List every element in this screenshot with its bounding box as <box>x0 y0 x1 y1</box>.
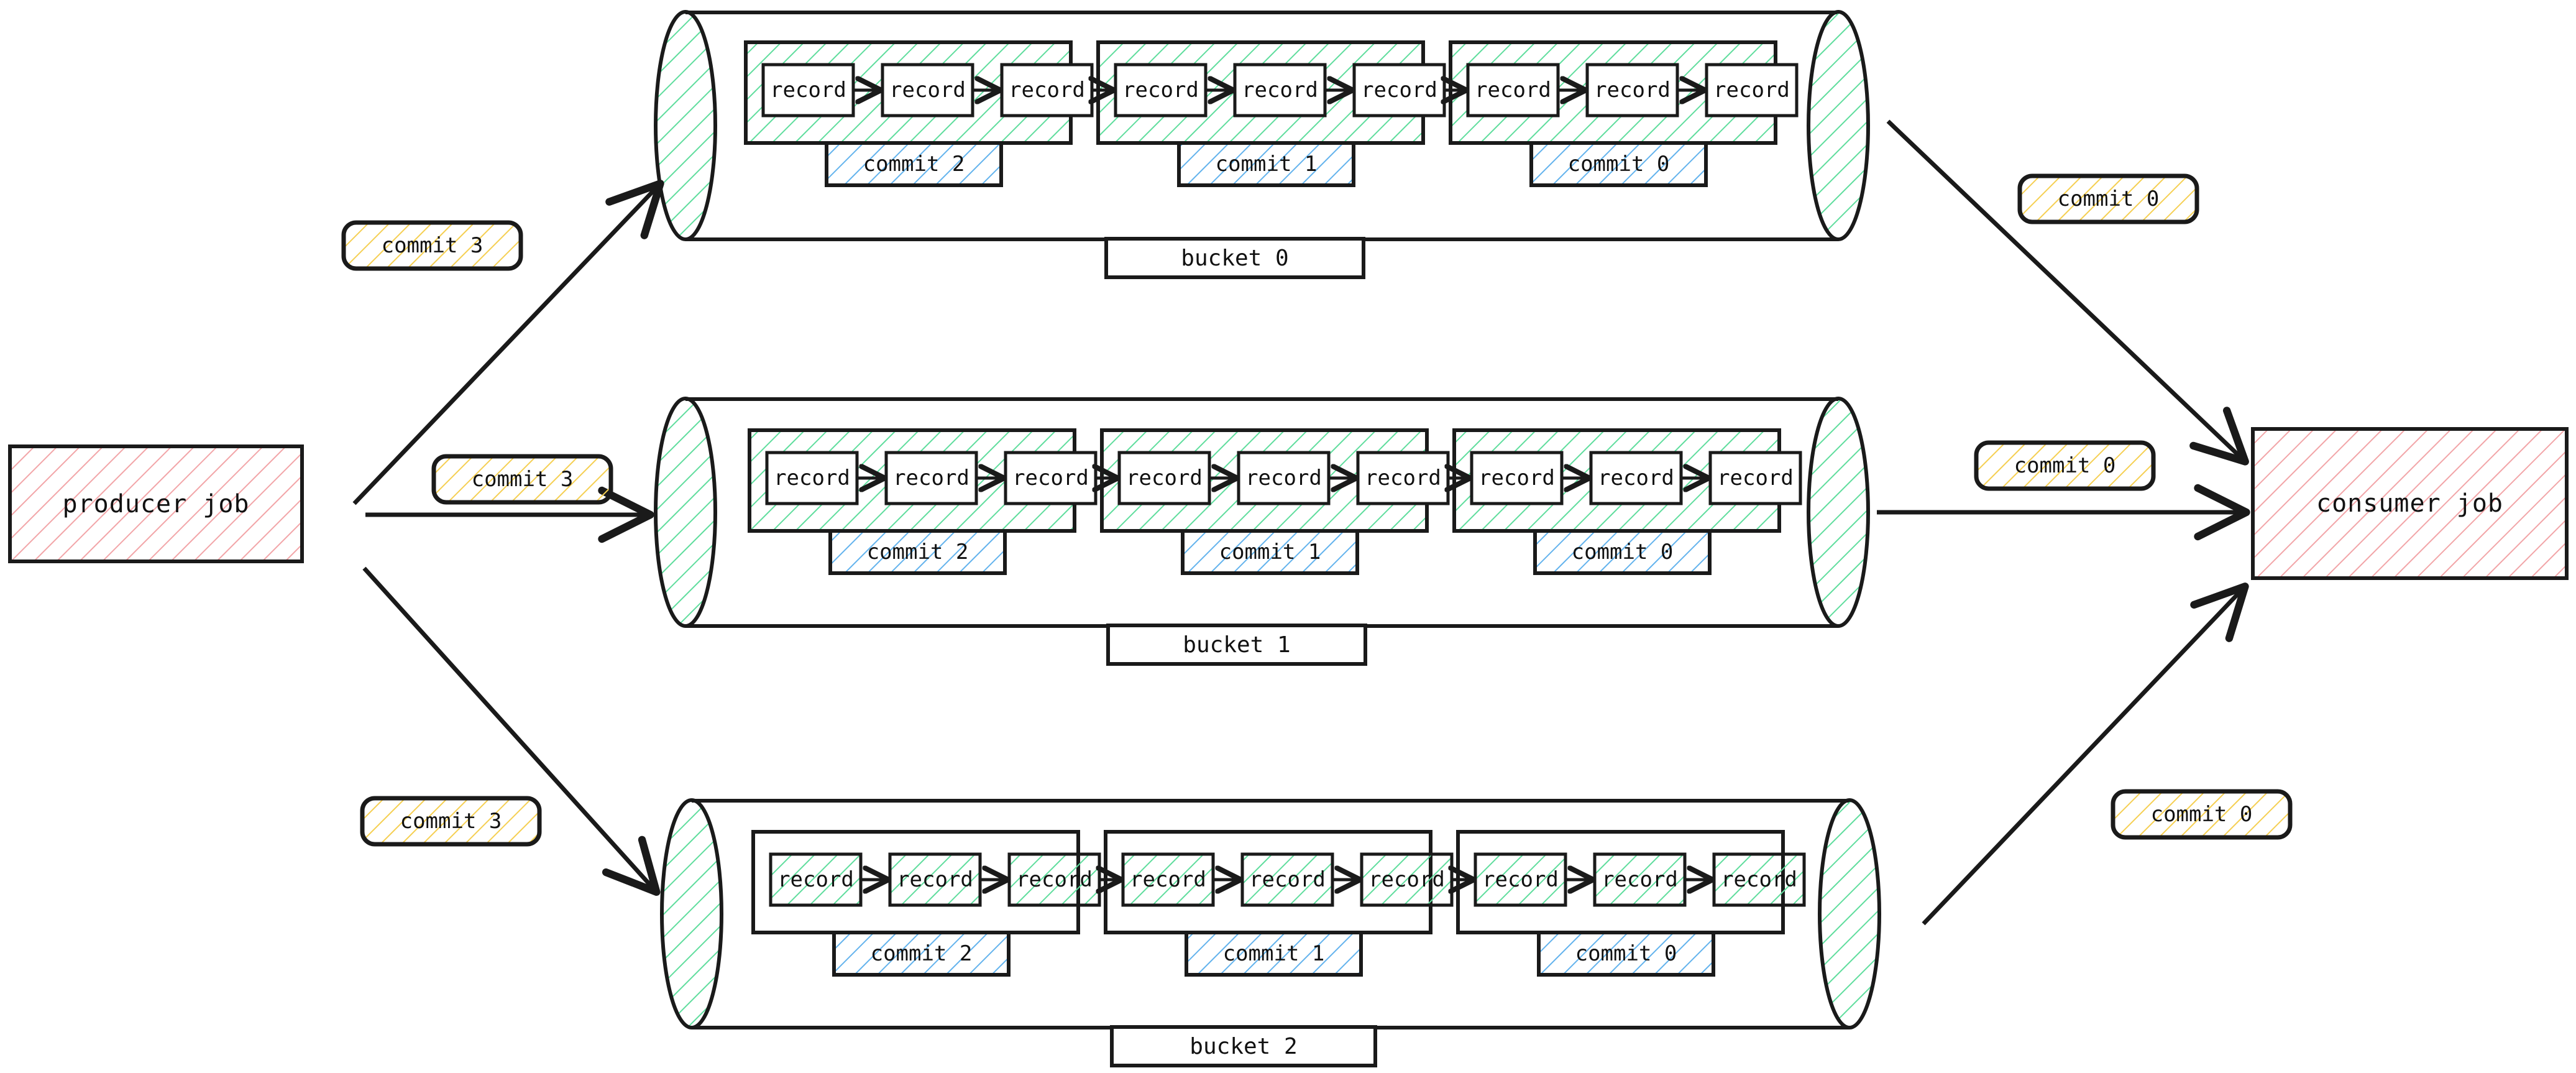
bucket-1-commit-groups <box>748 428 1802 575</box>
consumer-job-node[interactable] <box>2251 427 2569 580</box>
bucket-0-name-box <box>1104 237 1365 279</box>
edge-label-pills <box>341 173 2293 847</box>
bucket-1-name-box <box>1106 624 1367 666</box>
edge-producer-to-bucket-2 <box>362 566 661 896</box>
edge-producer-to-bucket-0 <box>352 180 664 505</box>
bucket-0-commit-groups <box>744 40 1799 187</box>
bucket-2-name-box <box>1110 1025 1377 1067</box>
edge-bucket-0-to-consumer <box>1886 119 2249 466</box>
edge-bucket-2-to-consumer <box>1922 583 2249 926</box>
bucket-2-commit-groups <box>751 830 1806 977</box>
producer-job-node[interactable] <box>8 444 304 563</box>
